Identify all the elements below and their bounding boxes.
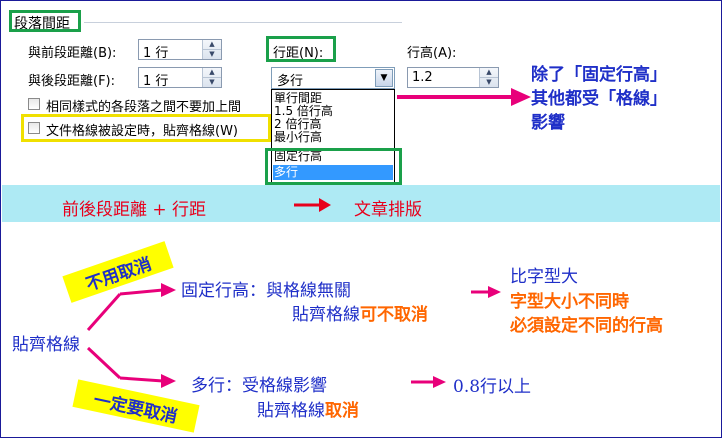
line-spacing-combo[interactable]: 多行 ▼ [271,67,395,89]
same-style-label: 相同樣式的各段落之間不要加上間 [46,100,242,115]
summary-banner [2,185,720,222]
option-multiple: 多行 [274,165,299,179]
result-multi: 0.8行以上 [453,377,532,397]
arrow-icon [294,198,331,212]
multi-snap-text: 貼齊格線 [257,401,325,421]
option-multiple-selected[interactable]: 多行 [273,165,393,180]
arrow-icon [86,283,176,331]
before-spinner[interactable]: 1 行 ▲ ▼ [138,39,222,61]
result-must-set: 必須設定不同的行高 [510,316,663,336]
snap-grid-label: 文件格線被設定時，貼齊格線(W) [46,124,238,139]
line-spacing-label: 行距(N): [273,46,324,61]
after-value: 1 行 [143,74,169,89]
multi-cancel-text: 取消 [325,401,359,421]
fixed-keep-text: 可不取消 [360,305,428,325]
section-title: 段落間距 [14,16,70,32]
section-title-highlight-box [9,10,81,32]
before-value: 1 行 [143,46,169,61]
line-spacing-value: 多行 [277,74,304,89]
snap-grid-node: 貼齊格線 [12,335,80,355]
option-at-least[interactable]: 最小行高 [274,130,323,144]
dropdown-arrow-icon[interactable]: ▼ [375,69,393,87]
after-spinner[interactable]: 1 行 ▲ ▼ [138,67,222,89]
except-note-line3: 影響 [531,113,565,133]
snap-grid-checkbox[interactable] [28,122,40,134]
line-spacing-highlight-box [266,36,336,62]
before-label: 與前段距離(B): [28,46,117,61]
banner-text-spacing: 前後段距離 + 行距 [62,200,207,220]
at-spinner[interactable]: 1.2 ▲ ▼ [407,67,499,88]
multi-node-line1: 多行：受格線影響 [191,376,327,396]
option-1-5[interactable]: 1.5 倍行高 [274,104,333,118]
same-style-checkbox[interactable] [28,98,40,110]
option-exactly[interactable]: 固定行高 [274,149,323,163]
snap-grid-highlight-box [21,114,271,142]
multi-node-line2: 貼齊格線取消 [257,396,359,421]
spin-down-icon[interactable]: ▼ [209,49,215,58]
arrow-icon [397,88,531,106]
except-note-line2: 其他都受「格線」 [531,89,667,109]
arrow-icon [86,346,176,388]
fixed-node-line2: 貼齊格線可不取消 [292,300,428,325]
banner-text-layout: 文章排版 [354,200,422,220]
option-single[interactable]: 單行間距 [274,91,323,105]
fixed-node-line1: 固定行高：與格線無關 [181,281,351,301]
option-double[interactable]: 2 倍行高 [274,117,322,131]
except-note-line1: 除了「固定行高」 [531,65,667,85]
spin-up-icon[interactable]: ▲ [203,40,221,50]
result-bigger-font: 比字型大 [510,267,578,287]
fixed-snap-text: 貼齊格線 [292,305,360,325]
at-value: 1.2 [412,70,433,85]
dropdown-highlight-box [265,148,402,185]
after-label: 與後段距離(F): [28,74,116,89]
spin-up-icon[interactable]: ▲ [480,68,498,78]
spin-down-icon[interactable]: ▼ [209,77,215,86]
spin-down-icon[interactable]: ▼ [486,77,492,86]
section-divider [84,22,402,23]
line-spacing-dropdown-list: 單行間距 1.5 倍行高 2 倍行高 最小行高 固定行高 多行 [271,89,395,183]
arrow-icon [411,376,446,388]
result-diff-size: 字型大小不同時 [510,292,629,312]
at-label: 行高(A): [407,46,457,61]
spin-up-icon[interactable]: ▲ [203,68,221,78]
arrow-icon [471,286,501,298]
